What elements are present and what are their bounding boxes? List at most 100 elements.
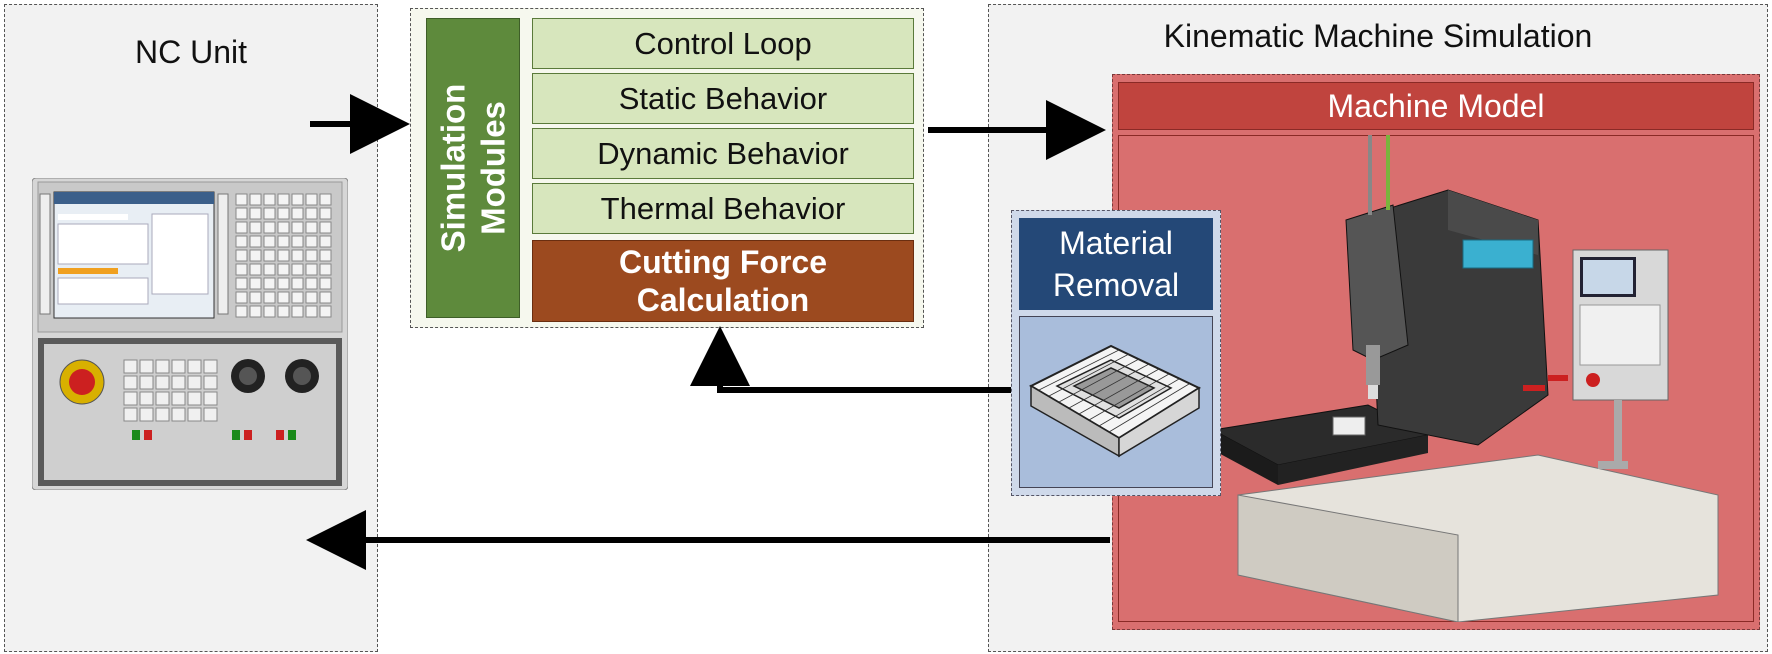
nc-key — [319, 277, 332, 290]
nc-key — [305, 207, 318, 220]
nc-key — [249, 235, 262, 248]
nc-key — [291, 277, 304, 290]
nc-key — [277, 193, 290, 206]
nc-control-panel-image — [32, 178, 348, 490]
nc-key — [235, 193, 248, 206]
arrow-material-to-cutting-force — [690, 326, 1011, 393]
workpiece-mesh-render — [1028, 344, 1202, 458]
nc-machine-key — [123, 359, 138, 374]
nc-key — [249, 249, 262, 262]
nc-key — [319, 193, 332, 206]
nc-key — [277, 263, 290, 276]
nc-machine-key — [187, 375, 202, 390]
nc-key — [235, 277, 248, 290]
machine-tool-render — [1211, 135, 1719, 622]
nc-key — [319, 291, 332, 304]
nc-key — [249, 277, 262, 290]
nc-key — [291, 193, 304, 206]
nc-key — [235, 235, 248, 248]
nc-key — [319, 249, 332, 262]
nc-unit-title: NC Unit — [134, 34, 247, 70]
nc-machine-key — [171, 359, 186, 374]
module-thermal-behavior: Thermal Behavior — [532, 183, 914, 234]
nc-key — [263, 193, 276, 206]
nc-key — [249, 305, 262, 318]
nc-key — [249, 291, 262, 304]
nc-key — [263, 291, 276, 304]
module-control-loop: Control Loop — [532, 18, 914, 69]
nc-machine-key — [203, 375, 218, 390]
nc-key — [305, 305, 318, 318]
nc-key — [277, 277, 290, 290]
nc-key — [319, 221, 332, 234]
nc-machine-key — [139, 407, 154, 422]
nc-key — [291, 263, 304, 276]
nc-key — [235, 305, 248, 318]
nc-machine-key — [139, 375, 154, 390]
nc-key — [235, 221, 248, 234]
nc-key — [263, 235, 276, 248]
machine-model-header: Machine Model — [1118, 82, 1754, 130]
nc-key — [249, 263, 262, 276]
nc-key — [319, 263, 332, 276]
nc-key — [319, 235, 332, 248]
nc-key — [263, 305, 276, 318]
nc-key — [291, 207, 304, 220]
module-static-behavior: Static Behavior — [532, 73, 914, 124]
nc-machine-key — [203, 359, 218, 374]
nc-key — [305, 277, 318, 290]
nc-key — [291, 249, 304, 262]
nc-key — [263, 221, 276, 234]
nc-machine-key — [155, 407, 170, 422]
kinematic-simulation-title: Kinematic Machine Simulation — [1163, 18, 1593, 54]
nc-key — [277, 249, 290, 262]
nc-machine-key — [155, 359, 170, 374]
nc-key — [277, 305, 290, 318]
material-removal-label: Material Removal — [1019, 218, 1213, 310]
nc-machine-key — [203, 391, 218, 406]
nc-key — [235, 263, 248, 276]
nc-key — [263, 207, 276, 220]
nc-key — [291, 305, 304, 318]
nc-key — [235, 291, 248, 304]
nc-machine-key — [171, 407, 186, 422]
module-dynamic-behavior: Dynamic Behavior — [532, 128, 914, 179]
nc-key — [249, 221, 262, 234]
nc-key — [305, 291, 318, 304]
nc-machine-key — [187, 391, 202, 406]
nc-machine-key — [139, 359, 154, 374]
nc-machine-key — [171, 375, 186, 390]
nc-key — [263, 249, 276, 262]
nc-key — [305, 263, 318, 276]
module-cutting-force-calculation: Cutting Force Calculation — [532, 240, 914, 322]
nc-machine-key — [203, 407, 218, 422]
simulation-modules-label-box — [426, 18, 520, 318]
nc-machine-key — [139, 391, 154, 406]
nc-machine-key — [123, 407, 138, 422]
nc-key — [235, 207, 248, 220]
nc-key — [277, 221, 290, 234]
nc-key — [319, 305, 332, 318]
nc-machine-key — [123, 391, 138, 406]
nc-key — [249, 207, 262, 220]
nc-key — [305, 249, 318, 262]
nc-key — [291, 291, 304, 304]
nc-key — [305, 221, 318, 234]
simulation-modules-label: Simulation Modules — [434, 83, 511, 253]
nc-key — [277, 291, 290, 304]
nc-key — [263, 263, 276, 276]
nc-key — [249, 193, 262, 206]
nc-key — [291, 221, 304, 234]
nc-key — [263, 277, 276, 290]
nc-machine-key — [187, 407, 202, 422]
nc-key — [235, 249, 248, 262]
nc-key — [319, 207, 332, 220]
nc-key — [305, 193, 318, 206]
nc-machine-key — [155, 375, 170, 390]
nc-key — [291, 235, 304, 248]
nc-key — [305, 235, 318, 248]
nc-machine-key — [187, 359, 202, 374]
nc-machine-key — [155, 391, 170, 406]
nc-key — [277, 235, 290, 248]
nc-key — [277, 207, 290, 220]
